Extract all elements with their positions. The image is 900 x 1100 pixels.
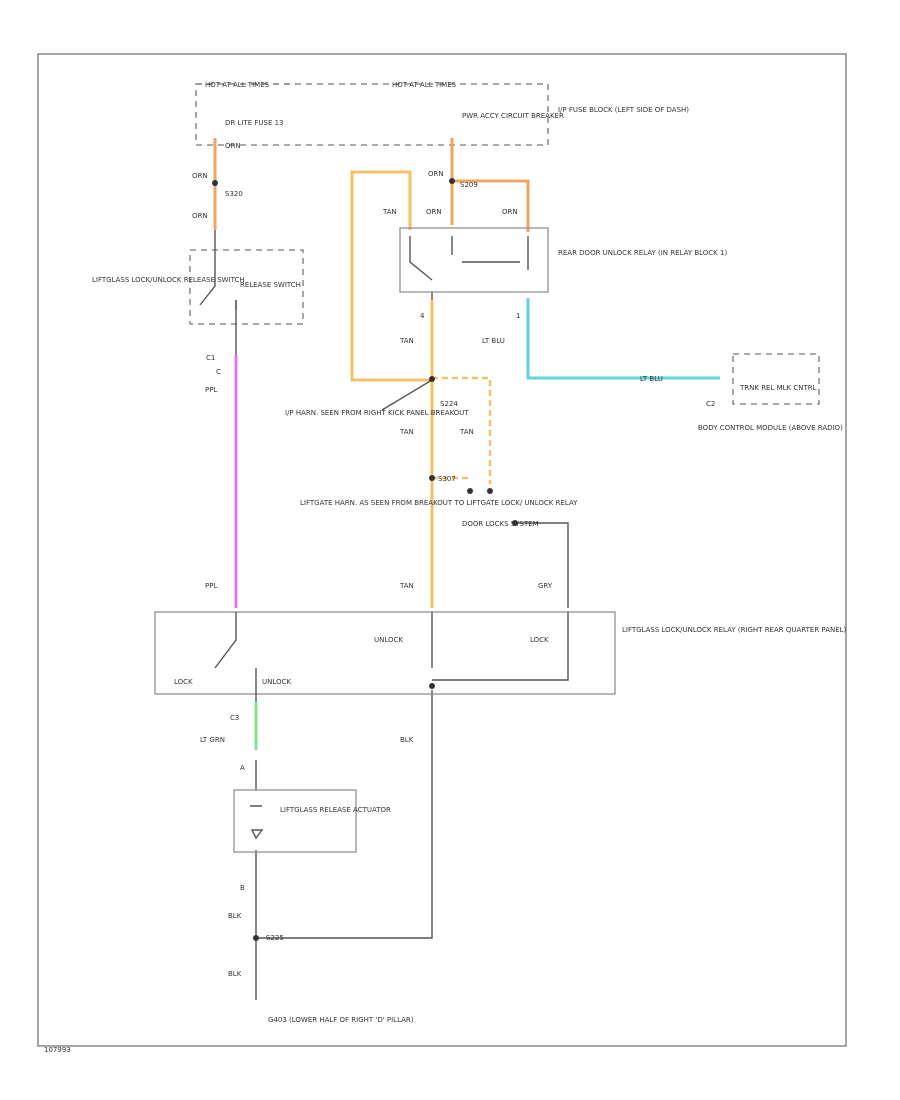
switch-box (189, 249, 304, 325)
switch-label: LIFTGLASS LOCK/UNLOCK RELEASE SWITCH (92, 276, 245, 284)
release-switch-contact (199, 230, 237, 310)
wire-label-tan4: TAN (459, 428, 474, 436)
fuse-block-label: I/P FUSE BLOCK (LEFT SIDE OF DASH) (558, 106, 689, 114)
relay-top-label: REAR DOOR UNLOCK RELAY (IN RELAY BLOCK 1… (558, 249, 727, 257)
connector-c2: C2 (706, 400, 715, 408)
connector-pin-1: 1 (516, 312, 520, 320)
splice-dot-7 (512, 520, 518, 526)
wire-label-orn6: ORN (225, 142, 241, 150)
wire-label-blk2: BLK (228, 912, 242, 920)
splice-dot-3 (429, 376, 435, 382)
wire-light-blue (526, 298, 720, 380)
splice-label-s209: S209 (460, 181, 478, 189)
splice-dot-5 (467, 488, 473, 494)
splice-label-s320: S320 (225, 190, 243, 198)
fuse-left-label: DR LITE FUSE 13 (225, 119, 284, 127)
wire-label-tan1: TAN (382, 208, 397, 216)
relay-top-box (399, 227, 549, 293)
wire-label-tan3: TAN (399, 428, 414, 436)
diagram-border (37, 53, 847, 1047)
hot-label-left: HOT AT ALL TIMES (205, 81, 270, 89)
relay-unlock-a: UNLOCK (374, 636, 403, 644)
footer-code: 107993 (44, 1046, 71, 1054)
wire-label-orn5: ORN (502, 208, 518, 216)
connector-pin-4: 4 (420, 312, 425, 320)
release-switch-label: RELEASE SWITCH (240, 281, 301, 289)
wire-label-blk1: BLK (400, 736, 414, 744)
ip-harness-label: I/P HARN. SEEN FROM RIGHT KICK PANEL BRE… (285, 409, 469, 417)
connector-pin-a: A (240, 764, 245, 772)
splice-dot-8 (253, 935, 259, 941)
wire-label-tan2: TAN (399, 337, 414, 345)
fuse-block-box (195, 83, 549, 146)
ground-label: G403 (LOWER HALF OF RIGHT 'D' PILLAR) (268, 1016, 414, 1024)
bcm-connector-label: TRNK REL MLK CNTRL (739, 384, 817, 392)
splice-dot-9 (429, 683, 435, 689)
wire-label-orn4: ORN (426, 208, 442, 216)
relay-unlock-b: UNLOCK (262, 678, 291, 686)
wire-label-tan5: TAN (399, 582, 414, 590)
actuator-box (233, 789, 357, 853)
wire-label-ltgrn: LT GRN (200, 736, 225, 744)
connector-pin-c: C (216, 368, 221, 376)
wire-label-orn1: ORN (192, 172, 208, 180)
wire-yellow-dashed (432, 376, 492, 484)
bcm-box (732, 353, 820, 405)
door-locks-label: DOOR LOCKS SYSTEM (462, 520, 539, 528)
wire-gray (515, 522, 569, 608)
fuse-right-label: PWR ACCY CIRCUIT BREAKER (462, 112, 564, 120)
relay-lock-a: LOCK (530, 636, 549, 644)
splice-dot-4 (429, 475, 435, 481)
splice-label-s224: S224 (440, 400, 458, 408)
splice-label-s307: S307 (438, 475, 456, 483)
wire-label-ltblu1: LT BLU (482, 337, 505, 345)
relay-main-box (154, 611, 616, 695)
relay-main-label: LIFTGLASS LOCK/UNLOCK RELAY (RIGHT REAR … (622, 626, 847, 634)
splice-dot-2 (449, 178, 455, 184)
wire-label-gry: GRY (538, 582, 553, 590)
relay-lock-b: LOCK (174, 678, 193, 686)
hot-label-right: HOT AT ALL TIMES (392, 81, 457, 89)
splice-dot-1 (212, 180, 218, 186)
wire-label-ppl2: PPL (205, 582, 217, 590)
relay-top-switch (409, 236, 529, 281)
wire-ip-leader (381, 379, 433, 411)
bcm-label: BODY CONTROL MODULE (ABOVE RADIO) (698, 424, 843, 432)
splice-label-s225: S225 (266, 934, 284, 942)
wire-yellow-loop (350, 170, 432, 382)
wire-label-ppl1: PPL (205, 386, 217, 394)
actuator-label: LIFTGLASS RELEASE ACTUATOR (280, 806, 391, 814)
wire-label-blk3: BLK (228, 970, 242, 978)
wire-blk-right (256, 690, 433, 939)
connector-c3: C3 (230, 714, 239, 722)
wire-label-ltblu2: LT BLU (640, 375, 663, 383)
wire-label-orn3: ORN (428, 170, 444, 178)
actuator-symbol (250, 805, 264, 840)
relay-main-switches (214, 612, 569, 702)
wire-label-orn2: ORN (192, 212, 208, 220)
connector-c1: C1 (206, 354, 215, 362)
connector-pin-b: B (240, 884, 245, 892)
splice-dot-6 (487, 488, 493, 494)
liftgate-harness-label: LIFTGATE HARN. AS SEEN FROM BREAKOUT TO … (300, 499, 578, 507)
